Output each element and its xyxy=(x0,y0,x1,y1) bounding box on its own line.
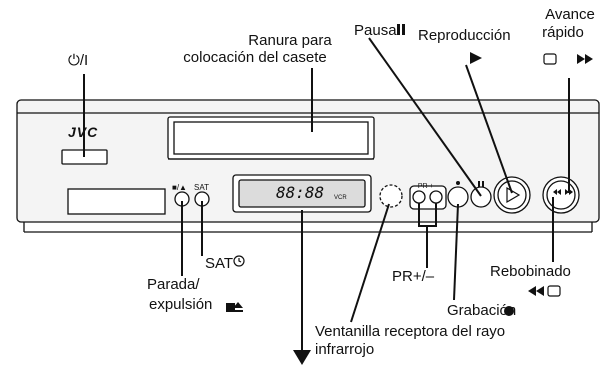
ir-window-label-line1: Ventanilla receptora del rayo xyxy=(315,323,506,340)
rewind-icon xyxy=(536,286,544,296)
play-label: Reproducción xyxy=(418,27,511,44)
stop-eject-label-line2: expulsión xyxy=(149,296,213,313)
ir-window-label-line2: infrarrojo xyxy=(315,341,375,358)
front-door xyxy=(67,188,166,215)
vcr-mark: VCR xyxy=(334,195,347,201)
display-time: 88:88 xyxy=(276,183,325,202)
pr-mark: – PR + xyxy=(412,183,434,190)
pause-button xyxy=(470,186,492,208)
leader-record xyxy=(453,203,459,301)
rewind-label: Rebobinado xyxy=(490,263,571,280)
leader-pause xyxy=(368,37,482,197)
cassette-slot xyxy=(167,116,375,160)
stop-eject-label-line1: Parada/ xyxy=(147,276,200,293)
eject-icon xyxy=(233,302,243,308)
pause-icon xyxy=(397,24,400,35)
timer-clock-icon xyxy=(233,255,245,267)
ff-label-line2: rápido xyxy=(542,24,584,41)
ir-window xyxy=(379,184,403,208)
stop-icon xyxy=(226,303,235,312)
power-label: ⏻/I xyxy=(68,52,89,69)
play-callout-icon xyxy=(470,52,482,64)
channel-label: PR+/– xyxy=(392,268,435,285)
slot-label-line2: colocación del casete xyxy=(183,49,327,66)
rewind-callout-box-icon xyxy=(547,285,561,297)
ff-label-line1: Avance xyxy=(545,6,595,23)
slot-label-line1: Ranura para xyxy=(248,32,332,49)
sat-timer-label: SAT xyxy=(205,255,234,272)
sat-mark: SAT xyxy=(194,183,209,192)
ff-callout-box-icon xyxy=(543,53,557,65)
ff-icon xyxy=(577,54,585,64)
stop-eject-mark: ■/▲ xyxy=(172,183,187,192)
brand-logo: JVC xyxy=(68,124,99,140)
play-symbol-icon xyxy=(506,186,521,204)
leader-ir xyxy=(350,203,390,323)
record-icon xyxy=(504,306,514,316)
down-arrow-icon xyxy=(293,350,311,365)
leader-play xyxy=(465,64,513,194)
pause-label: Pausa xyxy=(354,22,397,39)
record-label: Grabación xyxy=(447,302,517,319)
